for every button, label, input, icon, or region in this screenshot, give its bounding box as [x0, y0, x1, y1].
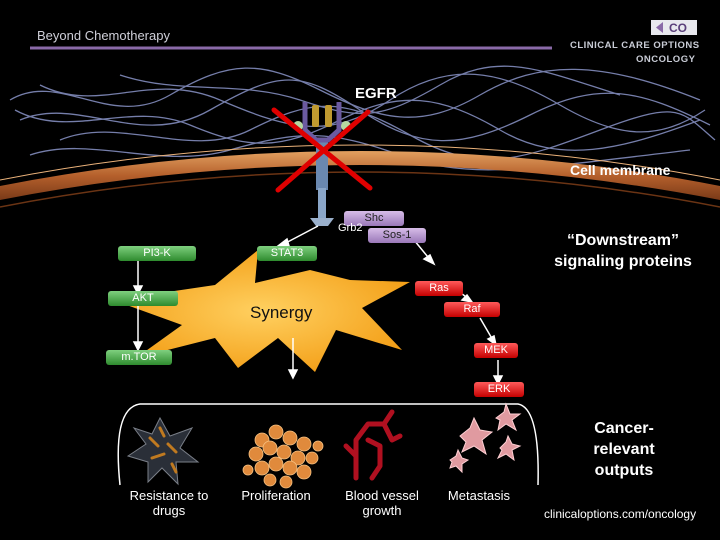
- output-proliferation-label: Proliferation: [241, 488, 311, 503]
- pathway-arrows: [132, 225, 504, 386]
- akt-node: AKT: [108, 291, 178, 306]
- resistance-to-drugs-icon: [126, 416, 200, 486]
- inhibition-x-icon: [271, 107, 373, 193]
- logo-wordmark: CLINICAL CARE OPTIONS: [570, 40, 700, 51]
- footer-url: clinicaloptions.com/oncology: [544, 507, 697, 521]
- cell-membrane-label: Cell membrane: [570, 162, 671, 178]
- metastasis-icon: [449, 402, 522, 474]
- clinical-care-options-logo-icon: CO: [651, 20, 697, 35]
- downstream-label: “Downstream” signaling proteins: [554, 232, 692, 270]
- outputs-label: Cancer-relevant outputs: [593, 420, 655, 479]
- logo-subtitle: ONCOLOGY: [636, 54, 696, 65]
- slide-title: Beyond Chemotherapy: [37, 28, 170, 43]
- grb2-node: Grb2: [338, 222, 363, 234]
- mtor-node: m.TOR: [106, 350, 172, 365]
- proliferation-icon: [242, 424, 324, 489]
- shc-node: Shc: [344, 211, 404, 226]
- mek-node: MEK: [474, 343, 518, 358]
- raf-node: Raf: [444, 302, 500, 317]
- cell-membrane: [0, 144, 720, 208]
- ras-node: Ras: [415, 281, 463, 296]
- egfr-label: EGFR: [355, 85, 397, 102]
- blood-vessel-growth-icon: [343, 409, 403, 481]
- outputs-bracket: [117, 403, 539, 486]
- synergy-burst: [113, 250, 410, 372]
- output-blood-vessel-label: Blood vessel growth: [345, 488, 419, 518]
- output-metastasis-label: Metastasis: [447, 488, 511, 503]
- svg-text:CO: CO: [669, 21, 687, 35]
- pi3k-node: PI3-K: [118, 246, 196, 261]
- stat3-node: STAT3: [257, 246, 317, 261]
- synergy-label: Synergy: [250, 303, 313, 322]
- output-resistance-label: Resistance to drugs: [129, 488, 209, 518]
- sos1-node: Sos-1: [368, 228, 426, 243]
- erk-node: ERK: [474, 382, 524, 397]
